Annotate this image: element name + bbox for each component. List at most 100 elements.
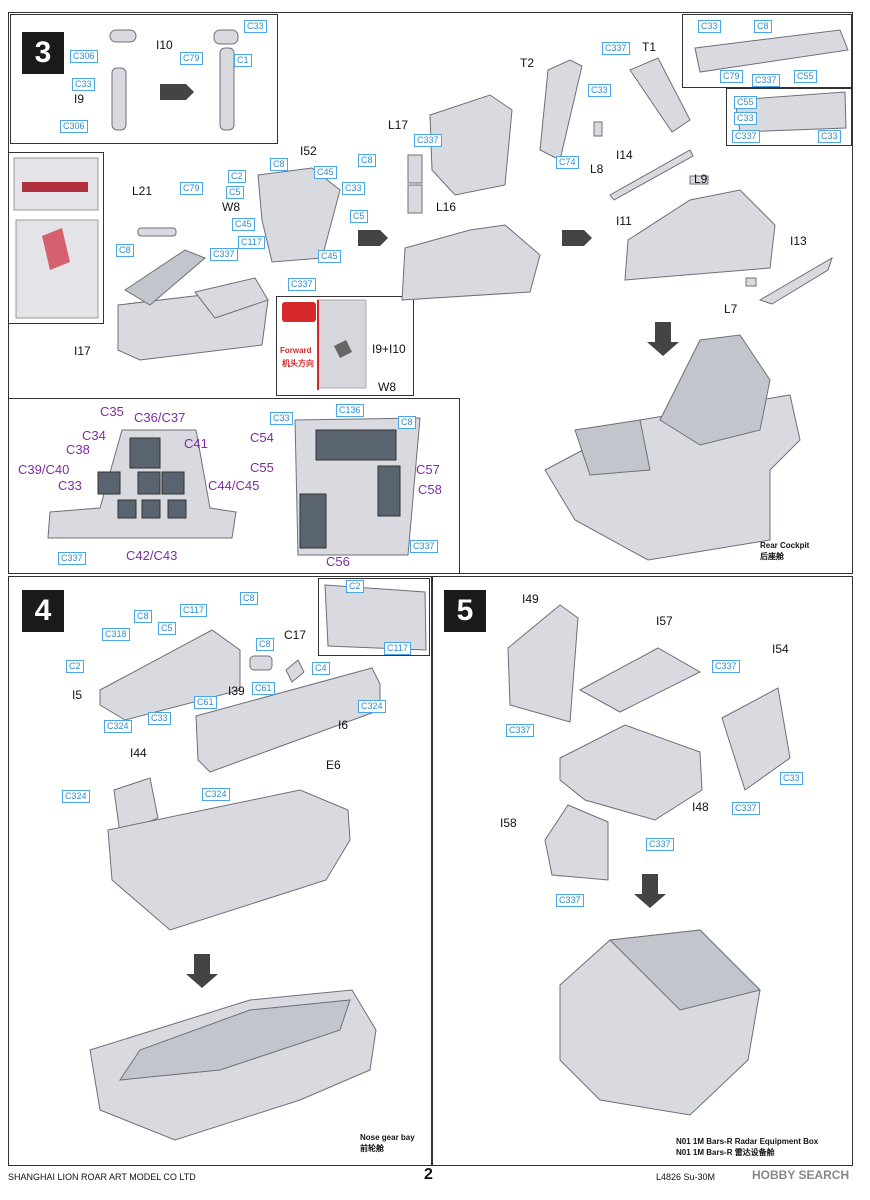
color-callout: C8 [398, 416, 416, 429]
part-i17-console [124, 249, 206, 306]
part-c17 [285, 659, 305, 683]
color-callout: C5 [226, 186, 244, 199]
warning-icon [282, 302, 316, 322]
step-3-inset-canopy-rails [682, 14, 852, 88]
color-callout: C2 [228, 170, 246, 183]
label-i44: I44 [130, 746, 147, 760]
forward-label: Forward [280, 346, 312, 355]
color-callout: C337 [288, 278, 316, 291]
color-callout: C337 [58, 552, 86, 565]
color-callout: C33 [270, 412, 293, 425]
nose-gear-bay-caption-cn: 前轮舱 [360, 1144, 384, 1153]
radar-box-caption-cn: N01 1M Bars-R 雷达设备舱 [676, 1148, 775, 1157]
part-ejection-seat [429, 94, 513, 196]
color-callout: C61 [194, 696, 217, 709]
part-canopy-rail [694, 29, 849, 73]
part-l21 [137, 227, 177, 237]
label-t2: T2 [520, 56, 535, 70]
part-i52-panel [257, 167, 341, 263]
color-callout: C1 [234, 54, 252, 67]
label-i52: I52 [300, 144, 317, 158]
color-callout: C4 [312, 662, 330, 675]
color-callout: C337 [410, 540, 438, 553]
part-l7 [745, 277, 757, 287]
step-5-number: 5 [444, 590, 486, 632]
color-callout: C306 [60, 120, 88, 133]
part-i9-assembled [219, 47, 235, 131]
console-label: C54 [250, 430, 274, 445]
color-callout: C337 [414, 134, 442, 147]
rear-cockpit-caption: Rear Cockpit [760, 541, 810, 550]
rear-cockpit-caption-cn: 后座舱 [760, 552, 784, 561]
panel-label: C34 [82, 428, 106, 443]
color-callout: C33 [780, 772, 803, 785]
color-callout: C33 [588, 84, 611, 97]
color-callout: C337 [556, 894, 584, 907]
color-callout: C136 [336, 404, 364, 417]
color-callout: C79 [180, 182, 203, 195]
console-label: C57 [416, 462, 440, 477]
color-callout: C117 [238, 236, 265, 249]
part-i39 [249, 655, 273, 671]
label-i48: I48 [692, 800, 709, 814]
color-callout: C55 [794, 70, 817, 83]
step-3-forward-detail [276, 296, 414, 396]
step-4-number: 4 [22, 590, 64, 632]
panel-label: C41 [184, 436, 208, 451]
part-i14 [609, 149, 694, 201]
color-callout: C45 [232, 218, 255, 231]
color-callout: C337 [646, 838, 674, 851]
part-l8 [593, 121, 603, 137]
panel-label: C44/C45 [208, 478, 260, 493]
label-l16: L16 [436, 200, 457, 214]
color-callout: C45 [314, 166, 337, 179]
color-callout: C33 [818, 130, 841, 143]
step-arrow-down-3 [647, 322, 679, 356]
label-i14: I14 [616, 148, 633, 162]
forward-label-cn: 机头方向 [282, 359, 314, 368]
cockpit-stage-2 [401, 224, 541, 301]
console-label: C55 [250, 460, 274, 475]
color-callout: C318 [102, 628, 130, 641]
step-arrow-down-4 [186, 954, 218, 988]
color-callout: C337 [602, 42, 630, 55]
color-callout: C324 [358, 700, 386, 713]
label-c17: C17 [284, 628, 307, 642]
radar-box-caption: N01 1M Bars-R Radar Equipment Box [676, 1137, 819, 1146]
color-callout: C33 [698, 20, 721, 33]
part-i10-left [109, 29, 137, 43]
panel-label: C35 [100, 404, 124, 419]
label-i11: I11 [616, 214, 632, 228]
color-callout: C8 [256, 638, 274, 651]
color-callout: C33 [244, 20, 267, 33]
nose-gear-bay-caption: Nose gear bay [360, 1133, 415, 1142]
color-callout: C324 [104, 720, 132, 733]
panel-label: C33 [58, 478, 82, 493]
color-callout: C337 [712, 660, 740, 673]
label-i54: I54 [772, 642, 789, 656]
part-l17 [407, 154, 423, 184]
step-arrow-1 [358, 230, 388, 246]
step-3-inset-seat-handle [10, 14, 278, 144]
color-callout: C324 [62, 790, 90, 803]
panel-label: C36/C37 [134, 410, 186, 425]
label-i10: I10 [156, 38, 173, 52]
label-t1: T1 [642, 40, 657, 54]
label-i58: I58 [500, 816, 517, 830]
part-t2 [539, 59, 583, 161]
step-4-frame [8, 576, 432, 1166]
color-callout: C337 [732, 130, 760, 143]
color-callout: C337 [506, 724, 534, 737]
color-callout: C2 [346, 580, 364, 593]
label-i6: I6 [338, 718, 349, 732]
part-i58 [544, 804, 609, 881]
mfd-top [129, 437, 161, 469]
color-callout: C8 [134, 610, 152, 623]
part-l9 [689, 175, 709, 185]
color-callout: C33 [734, 112, 757, 125]
label-i57: I57 [656, 614, 673, 628]
step-3-inset-rails-detail [726, 88, 852, 146]
console-label: C58 [418, 482, 442, 497]
color-callout: C61 [252, 682, 275, 695]
color-callout: C8 [754, 20, 772, 33]
